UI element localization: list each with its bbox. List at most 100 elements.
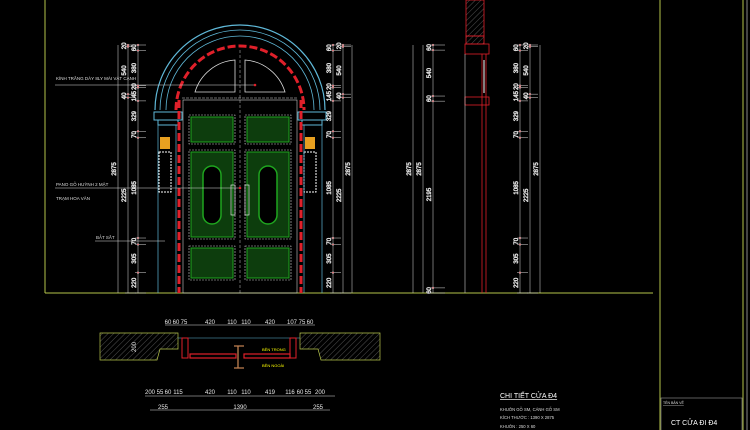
plan-dimension-label: 419: [265, 390, 276, 396]
dimension-label: 2875: [112, 162, 118, 176]
dimension-label: 60: [427, 44, 433, 51]
plan-dimension-label: 60: [165, 320, 172, 326]
plan-dimension-label: 75: [299, 320, 306, 326]
dimension-tick: [136, 130, 140, 133]
dimension-lines: 2875205404022256038020145329701085703052…: [112, 42, 541, 294]
annotation-leaders: [55, 84, 255, 242]
dimension-label: 540: [337, 65, 343, 76]
dimension-label: 220: [132, 277, 138, 288]
dimension-tick: [136, 99, 140, 103]
dimension-tick: [518, 236, 522, 240]
dimension-tick: [136, 271, 140, 274]
spec-size: KÍCH THƯỚC : 1390 X 2875: [500, 415, 555, 420]
dimension-label: 145: [132, 90, 138, 101]
dimension-label: 2225: [337, 188, 343, 202]
dimension-label: 145: [327, 90, 333, 101]
plan-dimension-label: 55: [157, 390, 164, 396]
dimension-tick: [431, 100, 435, 103]
dimension-tick: [136, 136, 140, 139]
dimension-label: 380: [327, 62, 333, 73]
plan-dimension-label: 200: [145, 390, 156, 396]
dimension-tick: [136, 43, 140, 47]
dimension-label: 70: [327, 237, 333, 244]
plan-dimension-label: 420: [205, 320, 216, 326]
title-block-box: [660, 397, 743, 430]
dimension-label: 70: [132, 237, 138, 244]
dimension-tick: [431, 48, 435, 52]
outside-label: BÊN NGOÀI: [262, 363, 284, 368]
drawing-title: CHI TIẾT CỬA Đ4: [500, 390, 557, 400]
dimension-label: 305: [514, 253, 520, 264]
dimension-tick: [518, 243, 522, 246]
glass-note: KÍNH TRẮNG DÀY 8LY MÀI VÁT CẠNH: [56, 74, 136, 81]
dimension-tick: [518, 86, 522, 89]
dimension-label: 329: [327, 110, 333, 121]
dimension-tick: [331, 271, 335, 274]
plan-dimension-label: 110: [241, 390, 251, 396]
dimension-tick: [136, 49, 140, 52]
dimension-tick: [126, 93, 130, 96]
spec-material: KHUÔN GỖ SM, CÁNH GỖ SM: [500, 407, 560, 412]
dimension-label: 20: [327, 83, 333, 90]
sheet-label: TÊN BẢN VẼ: [663, 400, 684, 405]
dimension-label: 2225: [122, 188, 128, 202]
dimension-label: 329: [514, 110, 520, 121]
dimension-label: 20: [132, 83, 138, 90]
dimension-tick: [331, 236, 335, 240]
door-elevation: [153, 24, 327, 294]
plan-dimension-label: 60: [307, 320, 314, 326]
dimension-label: 70: [132, 131, 138, 138]
dimension-tick: [528, 45, 532, 48]
dimension-tick: [341, 93, 345, 96]
dimension-label: 2195: [427, 187, 433, 201]
plan-dimension-label: 107: [287, 320, 298, 326]
plan-dimension-label: 115: [173, 390, 183, 396]
dimension-tick: [331, 243, 335, 246]
dimension-tick: [136, 236, 140, 240]
dimension-tick: [331, 99, 335, 103]
dimension-tick: [528, 93, 532, 96]
dimension-label: 20: [524, 42, 530, 49]
dimension-label: 1085: [327, 181, 333, 195]
dimension-label: 305: [327, 253, 333, 264]
dimension-label: 1085: [132, 181, 138, 195]
dimension-tick: [331, 86, 335, 89]
dimension-tick: [518, 99, 522, 103]
dimension-tick: [136, 243, 140, 246]
dimension-label: 2875: [417, 162, 423, 176]
dimension-tick: [528, 96, 532, 99]
dimension-label: 20: [514, 83, 520, 90]
dimension-tick: [126, 96, 130, 99]
dimension-tick: [341, 45, 345, 48]
plan-section: [99, 324, 381, 411]
dimension-label: 305: [132, 253, 138, 264]
dimension-label: 220: [514, 277, 520, 288]
dimension-label: 40: [122, 92, 128, 99]
dimension-label: 60: [514, 44, 520, 51]
dimension-label: 40: [337, 92, 343, 99]
dimension-label: 60: [132, 44, 138, 51]
carving-note: TRẠM HOA VĂN: [56, 195, 90, 201]
panel-note: PANO GỖ HUỲNH 2 MẶT: [56, 181, 109, 187]
hinge-note: BẢT SẮT: [96, 233, 115, 240]
dimension-label: 1085: [514, 181, 520, 195]
dimension-label: 2875: [346, 162, 352, 176]
plan-dimension-label: 75: [181, 320, 188, 326]
plan-dimension-label: 55: [305, 390, 312, 396]
dimension-tick: [518, 271, 522, 274]
plan-dimension-label: 60: [297, 390, 304, 396]
dimension-label: 60: [427, 95, 433, 102]
plan-dimension-label: 110: [241, 320, 251, 326]
dimension-tick: [331, 43, 335, 47]
dimension-label: 70: [327, 131, 333, 138]
dimension-label: 2225: [524, 188, 530, 202]
side-section: [464, 0, 490, 293]
dimension-tick: [431, 286, 435, 290]
dimension-label: 145: [514, 90, 520, 101]
dimension-tick: [136, 86, 140, 89]
wall-thickness-label: 200: [132, 341, 138, 352]
plan-dimension-label: 60: [173, 320, 180, 326]
